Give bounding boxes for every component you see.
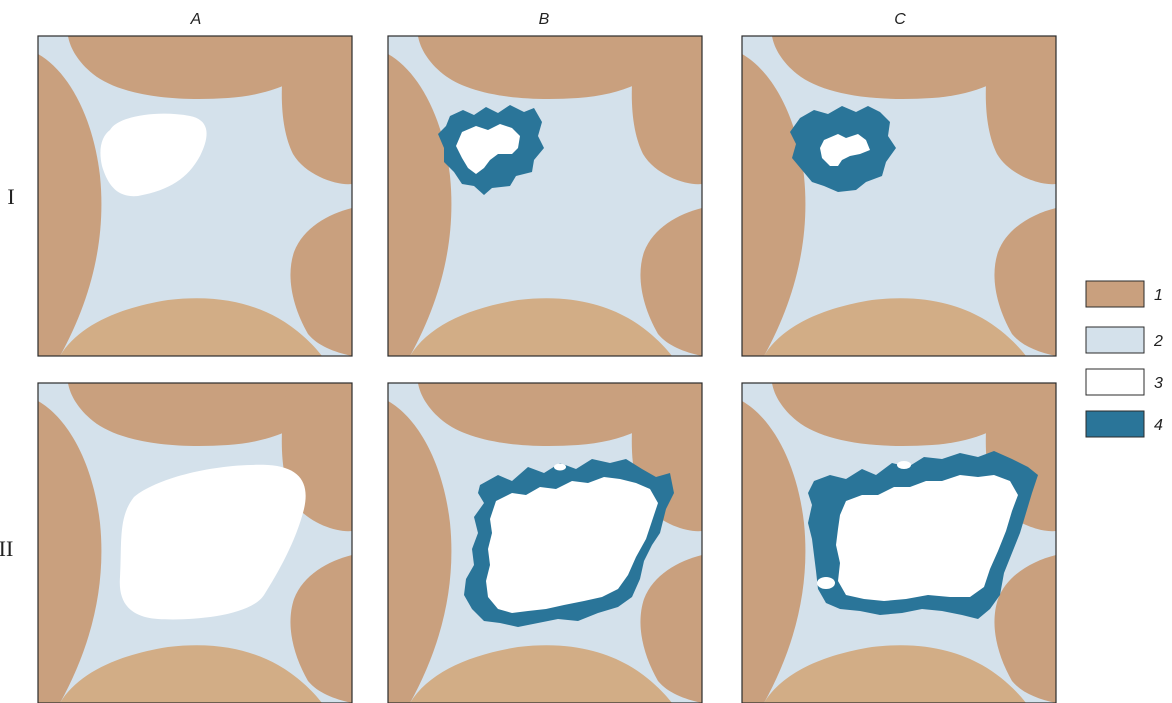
legend: 1 2 3 4 [1086,281,1163,437]
row-label-ii: II [0,536,13,561]
panel-i-c [742,36,1056,356]
panel-ii-c [742,383,1056,703]
legend-label-4: 4 [1154,417,1163,434]
legend-label-2: 2 [1153,333,1163,350]
panel-i-a [38,36,352,356]
legend-swatch-3 [1086,369,1144,395]
void-pocket [554,464,566,471]
column-label-c: C [894,11,906,28]
void-pocket [817,577,835,589]
panel-ii-a [38,383,352,703]
legend-label-1: 1 [1154,287,1163,304]
void-pocket [897,461,911,469]
column-label-a: A [190,11,202,28]
column-label-b: B [539,11,550,28]
legend-label-3: 3 [1154,375,1163,392]
panel-ii-b [388,383,702,703]
legend-swatch-4 [1086,411,1144,437]
legend-swatch-2 [1086,327,1144,353]
row-label-i: I [7,184,14,209]
legend-swatch-1 [1086,281,1144,307]
panel-i-b [388,36,702,356]
